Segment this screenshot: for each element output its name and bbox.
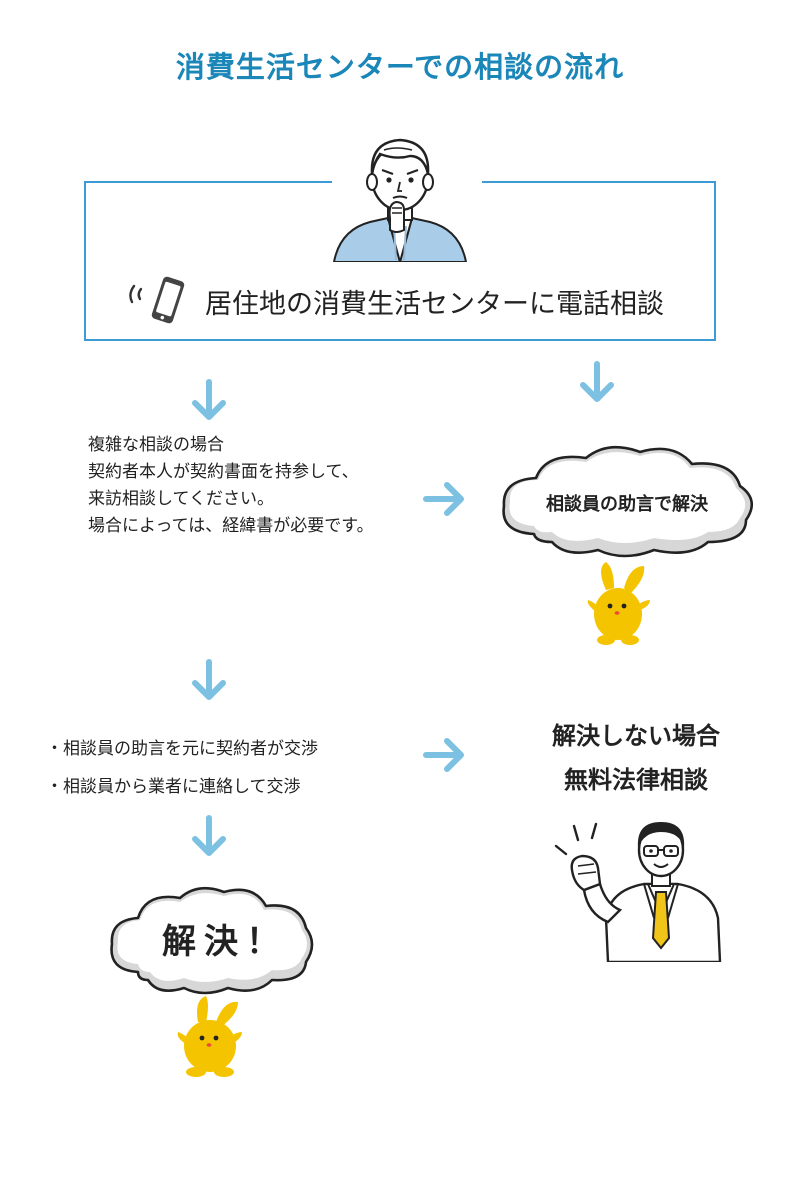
arrow-down-icon	[186, 658, 232, 704]
negotiation-item: ・相談員から業者に連絡して交渉	[46, 777, 301, 797]
advice-resolved-label: 相談員の助言で解決	[546, 494, 708, 515]
page-title: 消費生活センターでの相談の流れ	[175, 50, 625, 84]
note-line: 場合によっては、経緯書が必要です。	[88, 516, 374, 536]
resolved-cloud	[104, 880, 314, 1002]
negotiation-item: ・相談員の助言を元に契約者が交渉	[46, 739, 318, 759]
rabbit-mascot-icon	[584, 560, 654, 646]
legal-line1: 解決しない場合	[552, 722, 720, 750]
arrow-right-icon	[422, 476, 468, 522]
arrow-right-icon	[422, 732, 468, 778]
arrow-down-icon	[186, 378, 232, 424]
note-line: 契約者本人が契約書面を持参して、	[88, 462, 359, 482]
legal-consultation-heading: 解決しない場合 無料法律相談	[516, 714, 756, 802]
resolved-label: 解決！	[162, 922, 288, 962]
legal-line2: 無料法律相談	[564, 766, 708, 794]
worried-consumer-illustration	[330, 134, 470, 266]
visit-consultation-note: 複雑な相談の場合 契約者本人が契約書面を持参して、 来訪相談してください。 場合…	[88, 432, 374, 540]
advice-resolved-cloud	[494, 438, 760, 566]
arrow-down-icon	[574, 360, 620, 406]
note-line: 来訪相談してください。	[88, 489, 274, 509]
lawyer-illustration	[548, 818, 728, 964]
note-line: 複雑な相談の場合	[88, 435, 224, 455]
rabbit-mascot-icon	[172, 994, 246, 1078]
smartphone-ringing-icon	[124, 276, 194, 324]
arrow-down-icon	[186, 814, 232, 860]
phone-consultation-label: 居住地の消費生活センターに電話相談	[205, 289, 664, 320]
